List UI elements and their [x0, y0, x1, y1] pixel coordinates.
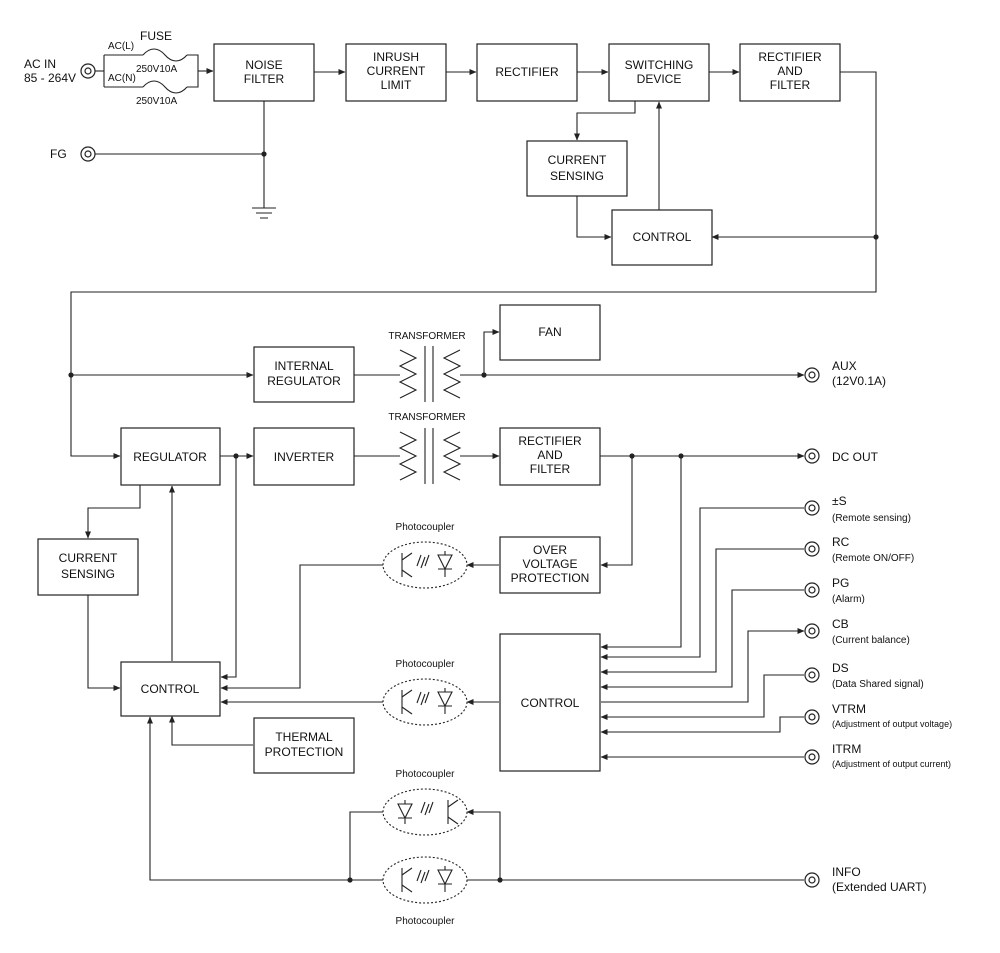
photocoupler-label-4: Photocoupler — [396, 916, 456, 927]
dc-out-terminal — [804, 448, 820, 464]
fuse-rating-top: 250V10A — [136, 64, 177, 75]
rc-label: RC — [832, 535, 850, 549]
block-inverter: INVERTER — [253, 427, 355, 486]
transformer-symbol-1 — [398, 346, 462, 402]
pg-desc: (Alarm) — [832, 594, 865, 605]
aux-label: AUX — [832, 359, 857, 373]
terminals — [80, 63, 820, 888]
junctions — [68, 151, 879, 883]
rc-terminal — [804, 541, 820, 557]
ds-label: DS — [832, 661, 849, 675]
block-fan: FAN — [499, 304, 601, 361]
component-labels: TRANSFORMER TRANSFORMER Photocoupler Pho… — [388, 331, 465, 927]
ac-in-terminal — [80, 63, 96, 79]
itrm-desc: (Adjustment of output current) — [832, 759, 951, 769]
output-labels: AUX (12V0.1A) DC OUT ±S (Remote sensing)… — [832, 359, 952, 894]
fuse-label: FUSE — [140, 29, 172, 43]
block-control-3: CONTROL — [499, 633, 601, 772]
block-control-2: CONTROL — [120, 661, 221, 717]
transformer-symbol-2 — [398, 428, 462, 484]
info-label: INFO — [832, 865, 861, 879]
photocoupler-3 — [382, 788, 468, 836]
transformer-label-2: TRANSFORMER — [388, 412, 465, 423]
pg-terminal — [804, 582, 820, 598]
svg-text:CONTROL: CONTROL — [633, 230, 692, 244]
s-desc: (Remote sensing) — [832, 513, 911, 524]
s-label: ±S — [832, 494, 847, 508]
vtrm-terminal — [804, 709, 820, 725]
svg-text:RECTIFIER: RECTIFIER — [495, 65, 559, 79]
aux-rating: (12V0.1A) — [832, 374, 886, 388]
block-rectifier: RECTIFIER — [476, 43, 578, 102]
photocoupler-1 — [382, 541, 468, 589]
photocoupler-label-3: Photocoupler — [396, 769, 456, 780]
vtrm-label: VTRM — [832, 702, 866, 716]
info-terminal — [804, 872, 820, 888]
ac-in-range: 85 - 264V — [24, 71, 76, 85]
svg-text:INVERTER: INVERTER — [274, 450, 335, 464]
block-regulator: REGULATOR — [120, 427, 221, 486]
svg-text:CONTROL: CONTROL — [141, 682, 200, 696]
photocoupler-label-1: Photocoupler — [396, 522, 456, 533]
fg-label: FG — [50, 147, 67, 161]
input-labels: AC IN 85 - 264V FG AC(L) AC(N) FUSE 250V… — [24, 29, 177, 161]
aux-terminal — [804, 367, 820, 383]
svg-text:CONTROL: CONTROL — [521, 696, 580, 710]
rc-desc: (Remote ON/OFF) — [832, 553, 914, 564]
itrm-label: ITRM — [832, 742, 861, 756]
pg-label: PG — [832, 576, 849, 590]
photocoupler-label-2: Photocoupler — [396, 659, 456, 670]
cb-terminal — [804, 623, 820, 639]
transformer-label-1: TRANSFORMER — [388, 331, 465, 342]
itrm-terminal — [804, 749, 820, 765]
block-control-1: CONTROL — [611, 209, 713, 266]
svg-text:REGULATOR: REGULATOR — [133, 450, 207, 464]
ds-desc: (Data Shared signal) — [832, 679, 924, 690]
dc-out-label: DC OUT — [832, 450, 879, 464]
ac-l-label: AC(L) — [108, 41, 134, 52]
photocoupler-4 — [382, 856, 468, 904]
vtrm-desc: (Adjustment of output voltage) — [832, 719, 952, 729]
ac-n-label: AC(N) — [108, 73, 136, 84]
fg-terminal — [80, 146, 96, 162]
ac-in-label: AC IN — [24, 57, 56, 71]
wires — [70, 48, 877, 881]
photocoupler-2 — [382, 678, 468, 726]
fuse-rating-bottom: 250V10A — [136, 96, 177, 107]
cb-label: CB — [832, 617, 849, 631]
cb-desc: (Current balance) — [832, 635, 910, 646]
s-terminal — [804, 500, 820, 516]
info-desc: (Extended UART) — [832, 880, 926, 894]
ds-terminal — [804, 667, 820, 683]
svg-text:FAN: FAN — [538, 325, 561, 339]
